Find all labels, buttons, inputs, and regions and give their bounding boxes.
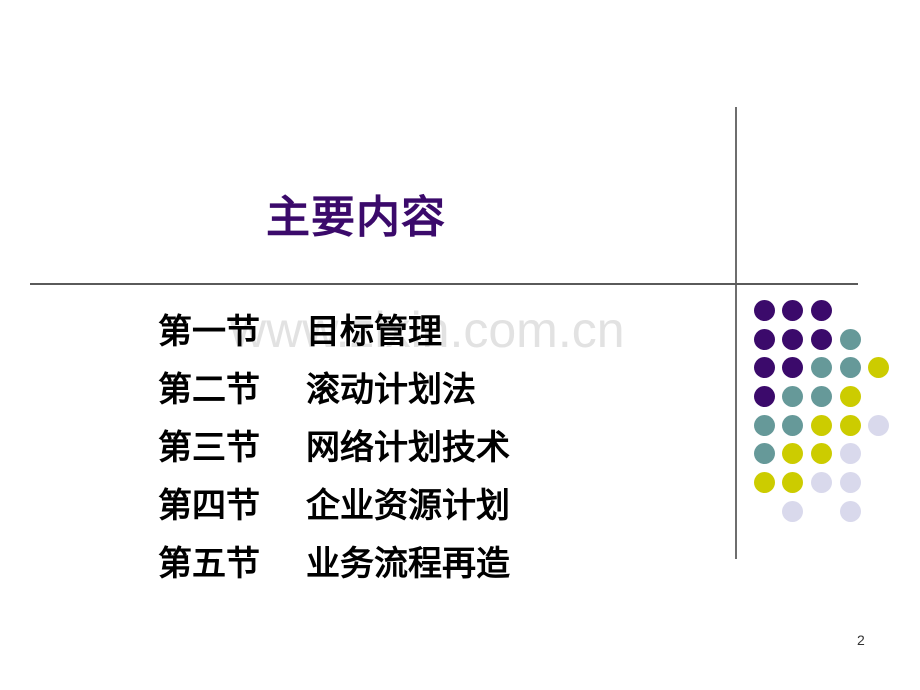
dot-icon bbox=[782, 501, 803, 522]
dot-icon bbox=[840, 415, 861, 436]
section-label: 第二节 bbox=[158, 370, 260, 410]
dot-icon bbox=[840, 443, 861, 464]
dot-icon bbox=[754, 443, 775, 464]
dot-icon bbox=[868, 357, 889, 378]
dot-icon bbox=[811, 443, 832, 464]
dot-icon bbox=[811, 472, 832, 493]
slide-title: 主要内容 bbox=[266, 192, 446, 243]
dot-icon bbox=[840, 501, 861, 522]
list-item: 第二节 滚动计划法 bbox=[158, 364, 510, 422]
contents-list: 第一节 目标管理 第二节 滚动计划法 第三节 网络计划技术 第四节 企业资源计划 第五节… bbox=[158, 306, 510, 596]
dot-icon bbox=[782, 386, 803, 407]
dot-icon bbox=[811, 329, 832, 350]
horizontal-divider bbox=[30, 283, 858, 285]
dot-icon bbox=[782, 472, 803, 493]
dot-icon bbox=[811, 386, 832, 407]
dot-icon bbox=[840, 386, 861, 407]
watermark: www.zixin.com.cn bbox=[230, 302, 625, 358]
section-topic: 滚动计划法 bbox=[306, 370, 476, 410]
dot-icon bbox=[840, 357, 861, 378]
section-topic: 企业资源计划 bbox=[306, 486, 510, 526]
section-topic: 目标管理 bbox=[306, 312, 442, 352]
section-label: 第四节 bbox=[158, 486, 260, 526]
dot-icon bbox=[754, 329, 775, 350]
dot-icon bbox=[782, 357, 803, 378]
dot-icon bbox=[782, 329, 803, 350]
dot-icon bbox=[840, 329, 861, 350]
section-label: 第一节 bbox=[158, 312, 260, 352]
dot-icon bbox=[754, 300, 775, 321]
section-topic: 业务流程再造 bbox=[306, 544, 510, 584]
dot-icon bbox=[811, 415, 832, 436]
vertical-divider bbox=[735, 107, 737, 559]
list-item: 第三节 网络计划技术 bbox=[158, 422, 510, 480]
dot-icon bbox=[782, 300, 803, 321]
dot-icon bbox=[811, 357, 832, 378]
dot-icon bbox=[782, 415, 803, 436]
list-item: 第五节 业务流程再造 bbox=[158, 538, 510, 596]
page-number: 2 bbox=[857, 632, 865, 648]
dot-icon bbox=[840, 472, 861, 493]
section-label: 第三节 bbox=[158, 428, 260, 468]
dot-icon bbox=[754, 472, 775, 493]
dot-icon bbox=[754, 415, 775, 436]
list-item: 第一节 目标管理 bbox=[158, 306, 510, 364]
dot-icon bbox=[782, 443, 803, 464]
dot-icon bbox=[754, 357, 775, 378]
list-item: 第四节 企业资源计划 bbox=[158, 480, 510, 538]
dot-icon bbox=[754, 386, 775, 407]
section-label: 第五节 bbox=[158, 544, 260, 584]
dot-icon bbox=[811, 300, 832, 321]
section-topic: 网络计划技术 bbox=[306, 428, 510, 468]
dot-icon bbox=[868, 415, 889, 436]
